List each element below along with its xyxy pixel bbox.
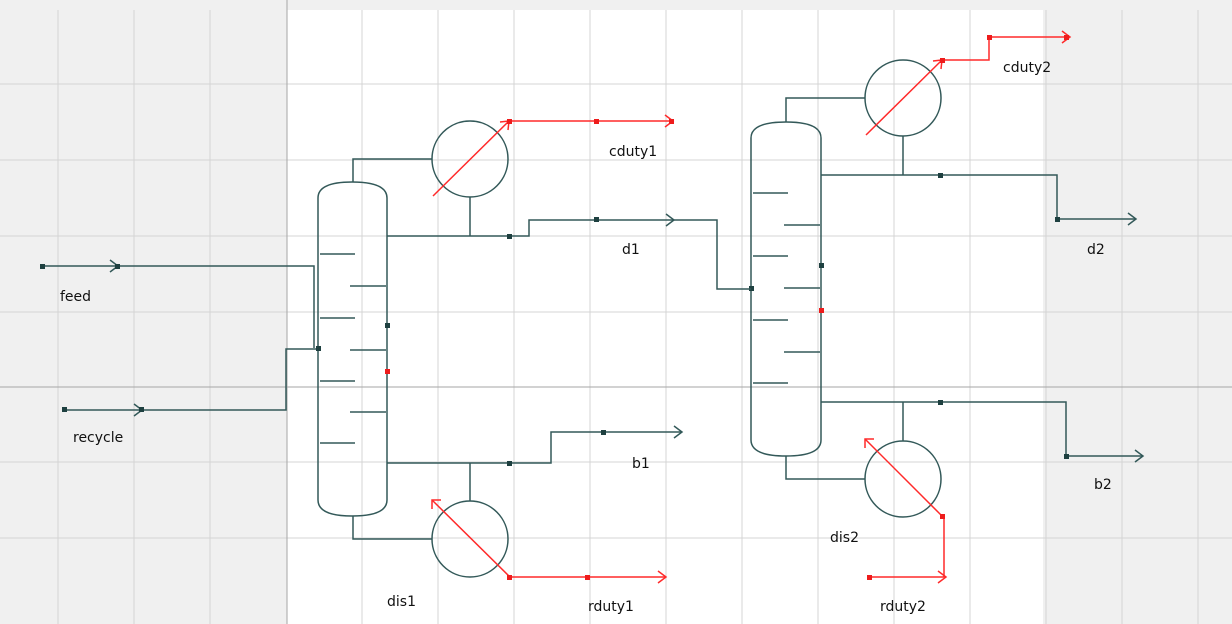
stream-recycle-port[interactable] [62,407,67,412]
stream-d1-arrowhead [665,213,676,227]
stream-b2-port[interactable] [1064,454,1069,459]
reboiler-2-arrow [864,438,943,517]
reboiler-2[interactable] [864,438,943,518]
stream-label-d1: d1 [622,242,640,258]
stream-d1-line [510,219,751,290]
column-dis1-trays [320,253,386,444]
condenser-1[interactable] [431,120,510,198]
stream-d1-port[interactable] [507,234,512,239]
energy-stream-cduty2-line [942,36,1070,61]
stream-b2-arrowhead [1134,449,1145,463]
energy-stream-rduty1-arrowhead [657,570,668,584]
energy-stream-cduty2-port[interactable] [940,58,945,63]
energy-stream-cduty1-port[interactable] [507,119,512,124]
stream-b2[interactable] [938,400,1145,463]
unit-label-dis2: dis2 [830,530,859,546]
column-dis1-vessel [317,181,388,517]
stream-label-recycle: recycle [73,430,123,446]
condenser-2[interactable] [864,59,943,137]
column-dis2-feed-port[interactable] [749,286,754,291]
energy-stream-rduty1-port[interactable] [507,575,512,580]
energy-stream-rduty1[interactable] [507,570,668,584]
stream-recycle-line [65,348,316,411]
stream-d2-arrowhead [1127,212,1138,226]
stream-label-b2: b2 [1094,477,1112,493]
energy-stream-rduty2-port[interactable] [867,575,872,580]
stream-d1-port[interactable] [594,217,599,222]
energy-label-cduty2: cduty2 [1003,60,1051,76]
stream-recycle-port[interactable] [139,407,144,412]
reboiler-1-shell [431,500,509,578]
energy-stream-rduty2[interactable] [867,514,948,584]
stream-b1-arrowhead [673,425,684,439]
energy-stream-cduty1[interactable] [507,114,675,128]
column-dis1[interactable] [316,181,390,517]
column-2-piping [785,97,941,480]
energy-stream-rduty2-port[interactable] [940,514,945,519]
energy-stream-rduty2-arrowhead [937,570,948,584]
stream-label-feed: feed [60,289,91,305]
stream-d2-port[interactable] [1055,217,1060,222]
stream-feed-port[interactable] [40,264,45,269]
grid-lines [0,10,1232,624]
energy-label-rduty2: rduty2 [880,599,926,615]
stream-b1[interactable] [507,425,684,466]
stream-recycle[interactable] [62,348,316,417]
energy-label-cduty1: cduty1 [609,144,657,160]
stream-d2-line [941,174,1136,220]
stream-label-b1: b1 [632,456,650,472]
condenser-2-arrow [865,59,943,136]
unit-label-dis1: dis1 [387,594,416,610]
column-dis2-port[interactable] [819,308,824,313]
column-dis2[interactable] [749,121,824,457]
energy-stream-cduty1-port[interactable] [669,119,674,124]
reboiler-2-arrowhead [864,438,874,448]
reboiler-2-shell [864,440,942,518]
stream-b1-line [510,431,682,464]
energy-stream-cduty1-port[interactable] [594,119,599,124]
stream-b1-port[interactable] [507,461,512,466]
condenser-1-arrow [432,120,510,197]
energy-stream-cduty2[interactable] [940,30,1072,63]
energy-stream-rduty2-line [869,515,945,578]
stream-d2[interactable] [938,173,1138,226]
energy-stream-cduty2-port[interactable] [1064,35,1069,40]
shaded-region-top [0,0,1232,10]
column-dis2-trays [753,192,820,384]
stream-b1-port[interactable] [601,430,606,435]
stream-b2-port[interactable] [938,400,943,405]
energy-stream-rduty1-port[interactable] [585,575,590,580]
energy-label-rduty1: rduty1 [588,599,634,615]
stream-d1[interactable] [507,213,751,290]
column-dis2-vessel [750,121,822,457]
energy-stream-cduty2-port[interactable] [987,35,992,40]
column-dis1-port[interactable] [385,323,390,328]
stream-label-d2: d2 [1087,242,1105,258]
column-dis2-port[interactable] [819,263,824,268]
reboiler-1-arrowhead [431,499,441,509]
reboiler-1-arrow [431,499,511,578]
stream-feed-port[interactable] [115,264,120,269]
stream-feed-line [42,265,315,348]
energy-stream-cduty2-arrowhead [1061,30,1072,44]
column-dis1-feed-port[interactable] [316,346,321,351]
column-1-piping [352,158,510,540]
stream-feed[interactable] [40,259,315,348]
stream-d2-port[interactable] [938,173,943,178]
column-dis1-port[interactable] [385,369,390,374]
stream-b2-line [941,401,1143,457]
